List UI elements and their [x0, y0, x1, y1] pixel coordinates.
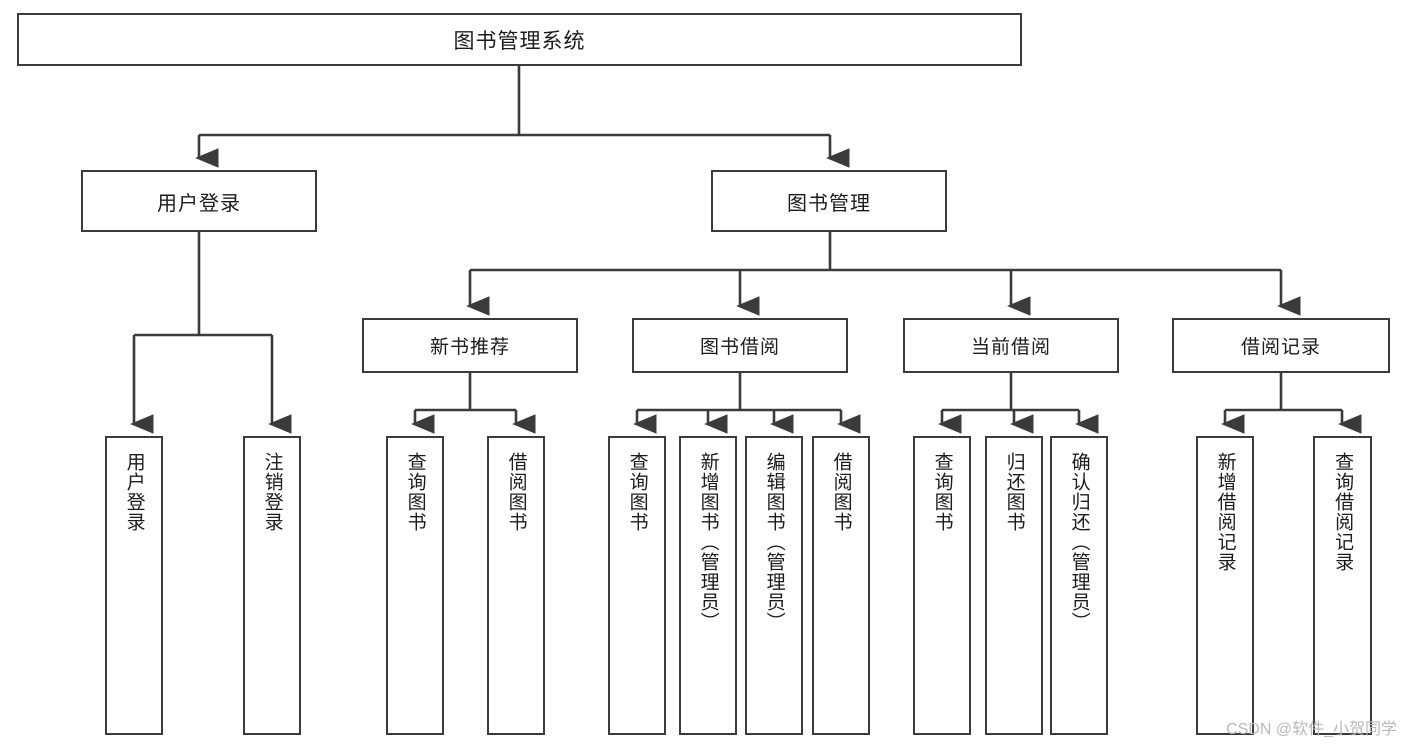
node-leaf-edit-book-admin[interactable]: 编辑图书（管理员）	[745, 436, 803, 735]
edge-borrow-record-to-leaves	[1221, 373, 1362, 434]
node-leaf-label: 归还图书	[1003, 452, 1025, 532]
node-book-management-label: 图书管理	[787, 192, 871, 215]
node-leaf-label: 确认归还（管理员）	[1068, 452, 1090, 632]
node-leaf-query-book-current[interactable]: 查询图书	[913, 436, 971, 735]
edge-book-borrow-to-leaves	[633, 373, 861, 434]
node-leaf-query-borrow-record[interactable]: 查询借阅记录	[1313, 436, 1372, 735]
edge-user-login-to-leaves	[130, 232, 292, 434]
node-user-login-label: 用户登录	[157, 192, 241, 215]
node-current-borrow[interactable]: 当前借阅	[903, 318, 1119, 373]
node-leaf-add-book-admin[interactable]: 新增图书（管理员）	[679, 436, 737, 735]
node-leaf-label: 查询借阅记录	[1332, 452, 1354, 572]
node-book-management[interactable]: 图书管理	[711, 170, 947, 232]
node-leaf-label: 借阅图书	[505, 452, 527, 532]
node-borrow-record-label: 借阅记录	[1240, 337, 1321, 358]
node-user-login[interactable]: 用户登录	[81, 170, 317, 232]
node-current-borrow-label: 当前借阅	[970, 337, 1051, 358]
node-leaf-borrow-book[interactable]: 借阅图书	[812, 436, 870, 735]
node-leaf-borrow-book-recommend[interactable]: 借阅图书	[487, 436, 545, 735]
node-leaf-user-login[interactable]: 用户登录	[105, 436, 163, 735]
edge-book-management-to-level3	[466, 232, 1301, 316]
node-root[interactable]: 图书管理系统	[17, 13, 1022, 66]
node-leaf-user-logout[interactable]: 注销登录	[243, 436, 301, 735]
node-leaf-add-borrow-record[interactable]: 新增借阅记录	[1196, 436, 1254, 735]
node-leaf-confirm-return-admin[interactable]: 确认归还（管理员）	[1050, 436, 1108, 735]
node-book-borrow-label: 图书借阅	[699, 337, 780, 358]
node-new-book-recommend[interactable]: 新书推荐	[362, 318, 578, 373]
node-leaf-label: 借阅图书	[830, 452, 852, 532]
edge-current-borrow-to-leaves	[938, 373, 1099, 434]
node-book-borrow[interactable]: 图书借阅	[632, 318, 848, 373]
edge-new-book-recommend-to-leaves	[411, 373, 536, 434]
node-leaf-label: 新增借阅记录	[1214, 452, 1236, 572]
edge-root-to-level2	[195, 66, 850, 168]
node-borrow-record[interactable]: 借阅记录	[1172, 318, 1390, 373]
node-leaf-label: 查询图书	[404, 452, 426, 532]
node-leaf-label: 新增图书（管理员）	[697, 452, 719, 632]
node-leaf-label: 用户登录	[123, 452, 145, 532]
node-leaf-label: 注销登录	[261, 452, 283, 532]
node-root-label: 图书管理系统	[453, 29, 586, 53]
node-leaf-query-book-recommend[interactable]: 查询图书	[386, 436, 444, 735]
node-leaf-label: 查询图书	[626, 452, 648, 532]
node-leaf-query-book-borrow[interactable]: 查询图书	[608, 436, 666, 735]
node-leaf-return-book[interactable]: 归还图书	[985, 436, 1043, 735]
node-leaf-label: 编辑图书（管理员）	[763, 452, 785, 632]
node-leaf-label: 查询图书	[931, 452, 953, 532]
watermark: CSDN @软件_小贺同学	[1226, 721, 1397, 738]
node-new-book-recommend-label: 新书推荐	[429, 337, 510, 358]
